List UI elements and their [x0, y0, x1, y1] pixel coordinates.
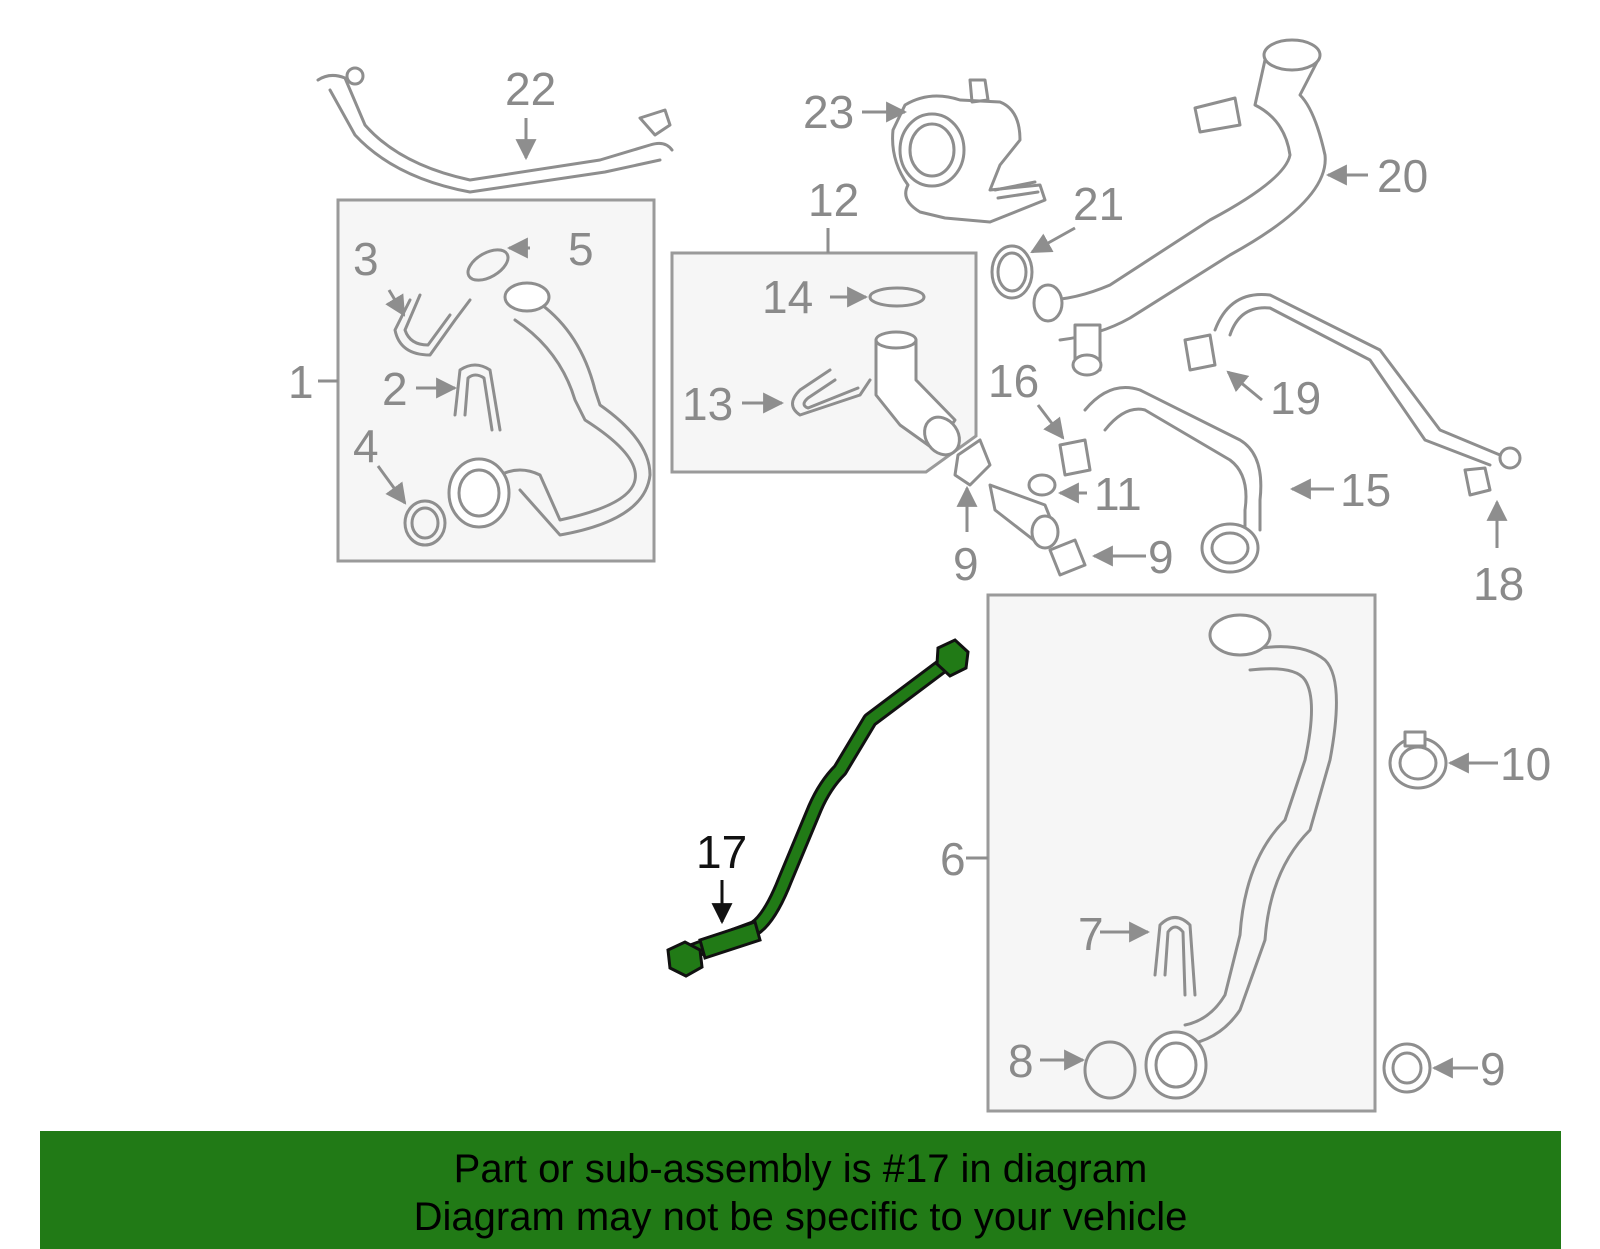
part-14-oring: [868, 286, 926, 308]
label-8: 8: [1008, 1035, 1034, 1087]
part-2-clip: [453, 363, 502, 432]
part-15-hose: [1083, 386, 1263, 574]
part-17-pipe-highlighted: [666, 638, 970, 978]
label-4: 4: [353, 420, 379, 472]
label-14: 14: [762, 271, 813, 323]
part-13-clip: [791, 368, 872, 417]
label-5: 5: [568, 223, 594, 275]
part-6-hose: [1144, 613, 1338, 1100]
part-21-oring: [990, 244, 1034, 300]
group-box-6: [986, 593, 1377, 1113]
part-16-clip: [1058, 438, 1092, 477]
part-7-clip: [1153, 916, 1197, 997]
label-13: 13: [682, 378, 733, 430]
footer-banner: Part or sub-assembly is #17 in diagram D…: [40, 1131, 1561, 1249]
label-2: 2: [382, 363, 408, 415]
label-23: 23: [803, 86, 854, 138]
label-11: 11: [1094, 468, 1142, 520]
part-20-pipe: [1032, 38, 1327, 377]
label-1: 1: [288, 356, 314, 408]
label-9c: 9: [1480, 1043, 1506, 1095]
label-10: 10: [1500, 738, 1551, 790]
part-10-clamp: [1388, 730, 1448, 790]
part-4-oring: [403, 499, 447, 547]
label-7: 7: [1078, 908, 1104, 960]
part-11-tee: [988, 473, 1060, 550]
part-23-housing: [891, 78, 1047, 224]
label-21: 21: [1073, 178, 1124, 230]
part-9-clip-b: [1048, 538, 1087, 577]
part-12-elbow: [874, 330, 961, 457]
label-12: 12: [808, 174, 859, 226]
label-9a: 9: [953, 538, 979, 590]
part-22-pipe: [316, 66, 674, 194]
label-9b: 9: [1148, 531, 1174, 583]
footer-line-1: Part or sub-assembly is #17 in diagram: [453, 1147, 1148, 1191]
label-19: 19: [1270, 372, 1321, 424]
label-22: 22: [505, 63, 556, 115]
label-18: 18: [1473, 558, 1524, 610]
footer-line-2: Diagram may not be specific to your vehi…: [413, 1195, 1188, 1239]
part-9-clamp: [1382, 1042, 1432, 1094]
label-6: 6: [940, 833, 966, 885]
label-16: 16: [988, 355, 1039, 407]
label-3: 3: [353, 233, 379, 285]
part-1-hose: [447, 281, 652, 537]
label-20: 20: [1377, 150, 1428, 202]
label-17: 17: [696, 826, 747, 878]
label-15: 15: [1340, 464, 1391, 516]
part-19-hose: [1183, 292, 1522, 497]
part-3-clip: [393, 293, 472, 357]
part-9-clip-a: [953, 438, 992, 487]
